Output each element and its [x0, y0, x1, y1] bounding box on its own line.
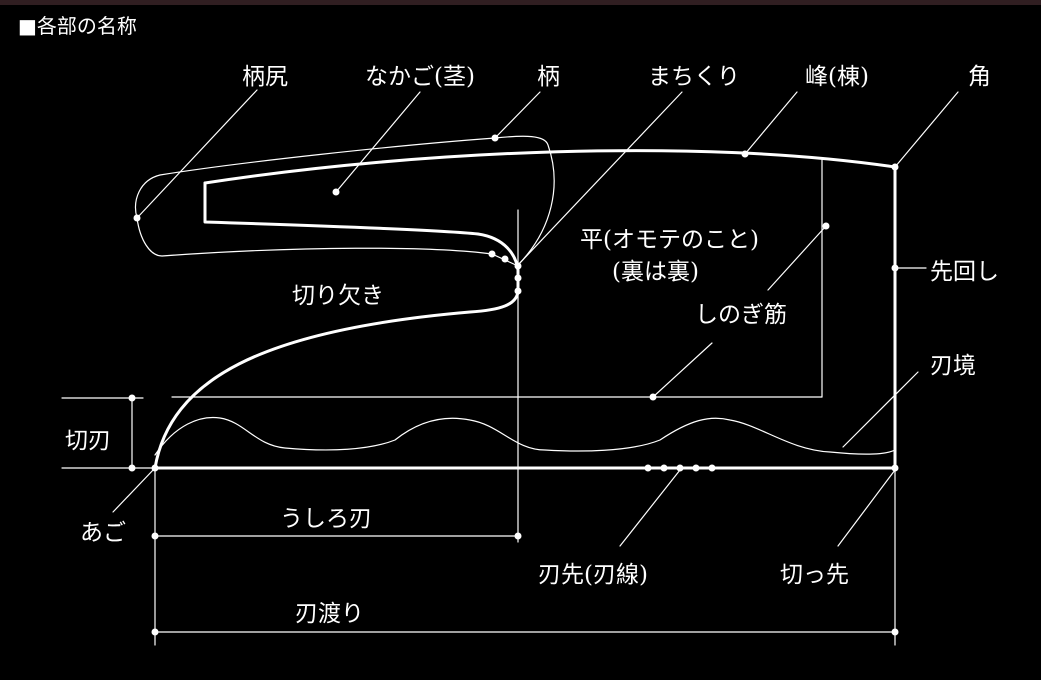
spine-line — [203, 149, 897, 185]
leader-tsukajiri — [136, 89, 258, 219]
point-hasaki — [660, 464, 668, 472]
point-hasaki — [692, 464, 700, 472]
label-tsukajiri: 柄尻 — [242, 64, 288, 90]
label-ura: (裏は裏) — [612, 259, 699, 285]
label-ushiroba: うしろ刃 — [280, 506, 372, 532]
leader-mine — [744, 91, 798, 155]
point-ago — [151, 464, 159, 472]
leader-kado — [894, 91, 959, 168]
label-kado: 角 — [968, 64, 991, 90]
point-ushiroba-start — [151, 532, 159, 540]
point-hasaki — [708, 464, 716, 472]
label-nakago: なかご(茎) — [365, 64, 475, 90]
notch-curve — [153, 289, 520, 470]
point-hawatari-start — [151, 628, 159, 636]
leader-shinogi — [652, 342, 713, 398]
label-ago: あご — [80, 520, 126, 546]
point-kado — [891, 163, 899, 171]
point-mine — [741, 150, 749, 158]
leader-hira — [767, 225, 827, 291]
leader-hasaki — [619, 469, 681, 547]
point-kiriha-top — [128, 394, 136, 402]
point-machikuri — [514, 262, 522, 270]
diagram-title: ■各部の名称 — [18, 14, 137, 38]
point-kiriha-bottom — [128, 464, 136, 472]
label-hawatari: 刃渡り — [295, 601, 364, 627]
point-hasaki — [644, 464, 652, 472]
label-shinogi: しのぎ筋 — [695, 302, 787, 328]
leader-hazakai — [842, 371, 919, 448]
point-machikuri — [514, 274, 522, 282]
handle-end-curve — [494, 135, 555, 266]
label-hira: 平(オモテのこと) — [580, 227, 759, 253]
point-hira — [822, 222, 830, 230]
point-kissaki — [891, 464, 899, 472]
point-tsuka — [491, 134, 499, 142]
leader-machikuri — [517, 91, 683, 266]
label-mine: 峰(棟) — [805, 64, 869, 90]
tang-outline — [203, 181, 520, 293]
leader-tsuka — [494, 91, 541, 139]
leader-nakago — [335, 91, 421, 193]
label-machikuri: まちくり — [648, 64, 740, 90]
label-kissaki: 切っ先 — [780, 562, 849, 588]
label-tsuka: 柄 — [537, 64, 560, 90]
label-sakimawashi: 先回し — [930, 259, 999, 285]
label-kiriha: 切刃 — [65, 428, 111, 454]
point-machikuri — [501, 255, 509, 263]
point-nakago — [332, 188, 340, 196]
hazakai-wavy-line — [154, 416, 896, 456]
leader-kissaki — [837, 469, 896, 547]
point-hasaki — [676, 464, 684, 472]
point-sakimawashi — [891, 264, 899, 272]
point-machikuri — [488, 250, 496, 258]
point-tsukajiri — [133, 214, 141, 222]
label-kirikaki: 切り欠き — [292, 283, 384, 309]
point-shinogi — [649, 393, 657, 401]
top-band — [0, 0, 1041, 5]
label-hazakai: 刃境 — [930, 353, 976, 379]
point-hawatari-end — [891, 628, 899, 636]
label-hasaki: 刃先(刃線) — [538, 562, 648, 588]
leader-ago — [112, 467, 156, 513]
point-ushiroba-end — [514, 532, 522, 540]
point-machikuri — [514, 287, 522, 295]
